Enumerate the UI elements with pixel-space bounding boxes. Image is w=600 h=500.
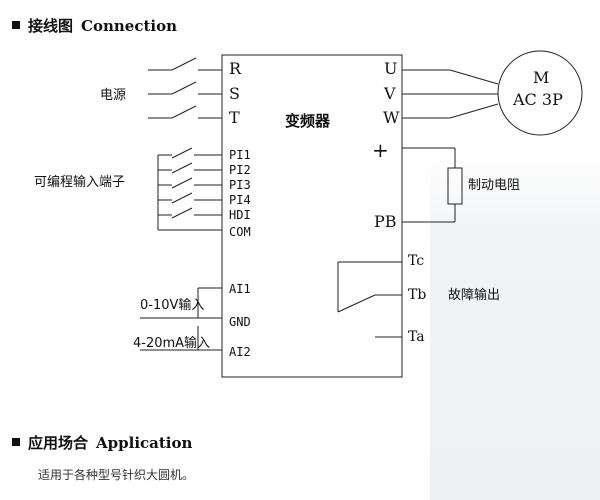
- section-marker-icon: [12, 21, 20, 29]
- connection-title-en: Connection: [81, 17, 177, 35]
- terminal-v: V: [384, 84, 396, 103]
- terminal-pi4: PI4: [229, 193, 251, 207]
- terminal-ai2: AI2: [229, 345, 251, 359]
- connection-title-zh: 接线图: [28, 17, 74, 35]
- terminal-pi2: PI2: [229, 163, 251, 177]
- terminal-u: U: [384, 59, 398, 78]
- inverter-label: 变频器: [285, 112, 331, 130]
- terminal-r: R: [229, 59, 242, 78]
- terminal-pb: PB: [374, 212, 397, 231]
- analog-input-lines: [140, 287, 222, 351]
- motor-circle: [497, 50, 583, 136]
- brake-resistor-lines: [402, 147, 463, 223]
- brake-resistor-label: 制动电阻: [468, 178, 521, 193]
- power-switches: [148, 57, 222, 119]
- motor-label-m: M: [533, 68, 550, 87]
- application-title-zh: 应用场合: [28, 434, 89, 452]
- relay-lines: [337, 261, 402, 338]
- terminal-pi3: PI3: [229, 178, 251, 192]
- connection-section-title: 接线图 Connection: [12, 15, 177, 36]
- motor-label-ac3p: AC 3P: [513, 90, 563, 109]
- fault-output-label: 故障输出: [448, 288, 501, 303]
- inverter-box: [221, 54, 403, 378]
- terminal-com: COM: [229, 225, 251, 239]
- application-section-title: 应用场合 Application: [12, 432, 192, 453]
- terminal-tc: Tc: [408, 253, 425, 269]
- input-switches: [157, 147, 222, 231]
- terminal-ai1: AI1: [229, 282, 251, 296]
- current-input-label: 4-20mA输入: [133, 336, 211, 351]
- section-marker-icon: [12, 438, 20, 446]
- terminal-plus: +: [372, 138, 389, 162]
- programmable-inputs-label: 可编程输入端子: [34, 175, 126, 190]
- terminal-tb: Tb: [408, 287, 427, 303]
- application-description: 适用于各种型号针织大圆机。: [38, 468, 195, 482]
- terminal-gnd: GND: [229, 315, 251, 329]
- terminal-w: W: [383, 108, 400, 127]
- motor-lines: [402, 69, 499, 119]
- power-supply-label: 电源: [100, 88, 127, 103]
- background-machine-photo: [430, 150, 600, 500]
- voltage-input-label: 0-10V输入: [140, 298, 205, 313]
- terminal-pi1: PI1: [229, 148, 251, 162]
- terminal-t: T: [229, 108, 240, 127]
- terminal-s: S: [229, 84, 240, 103]
- application-title-en: Application: [96, 434, 193, 452]
- terminal-ta: Ta: [408, 329, 425, 345]
- terminal-hdi: HDI: [229, 208, 251, 222]
